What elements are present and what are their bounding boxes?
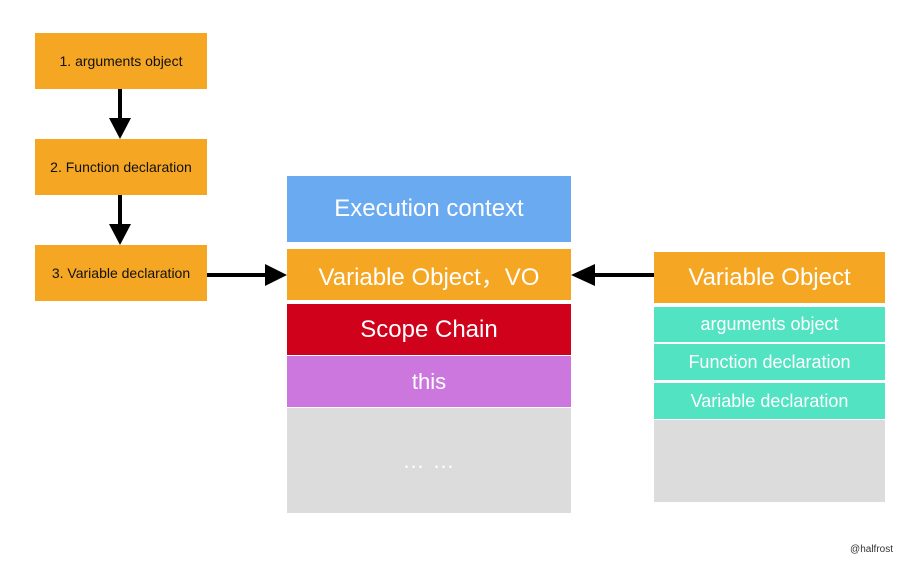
step-variable-declaration: 3. Variable declaration [35, 245, 207, 301]
step-function-declaration: 2. Function declaration [35, 139, 207, 195]
arrow-step1-to-step2 [109, 89, 131, 139]
variable-object-row: Variable Object，VO [287, 249, 571, 300]
vo-item-arguments-object: arguments object [654, 307, 885, 342]
credit-watermark: @halfrost [850, 544, 893, 555]
step-arguments-object: 1. arguments object [35, 33, 207, 89]
arrow-panel-to-variable-object [571, 264, 654, 286]
scope-chain-row: Scope Chain [287, 304, 571, 355]
execution-context-header: Execution context [287, 176, 571, 242]
arrow-step3-to-variable-object [207, 264, 287, 286]
vo-item-variable-declaration: Variable declaration [654, 383, 885, 419]
this-row: this [287, 356, 571, 407]
vo-item-function-declaration: Function declaration [654, 344, 885, 380]
ellipsis-row: … … [287, 408, 571, 513]
vo-empty-area [654, 420, 885, 502]
variable-object-title: Variable Object [654, 252, 885, 303]
arrow-step2-to-step3 [109, 195, 131, 245]
